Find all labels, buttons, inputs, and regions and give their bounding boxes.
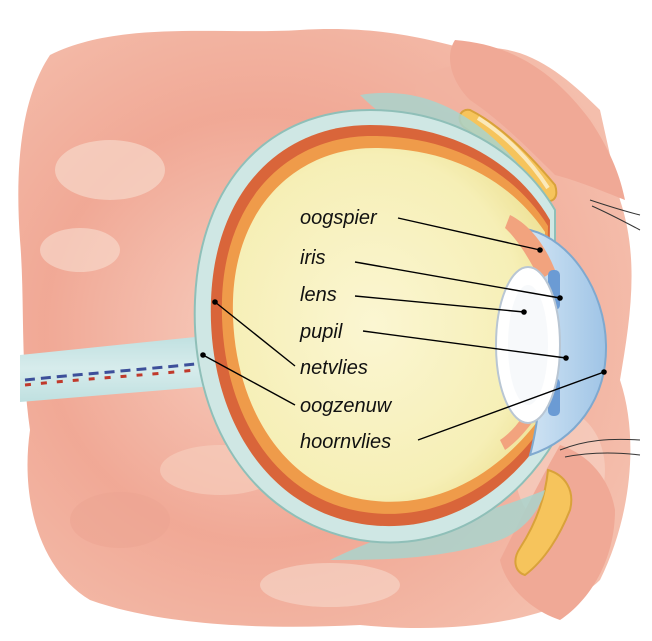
label-netvlies: netvlies (300, 357, 368, 379)
label-hoornvlies: hoornvlies (300, 431, 391, 453)
label-lens: lens (300, 284, 337, 306)
label-oogspier: oogspier (300, 207, 378, 229)
label-iris: iris (300, 247, 326, 269)
label-oogzenuw: oogzenuw (300, 395, 393, 417)
label-pupil: pupil (299, 321, 343, 343)
